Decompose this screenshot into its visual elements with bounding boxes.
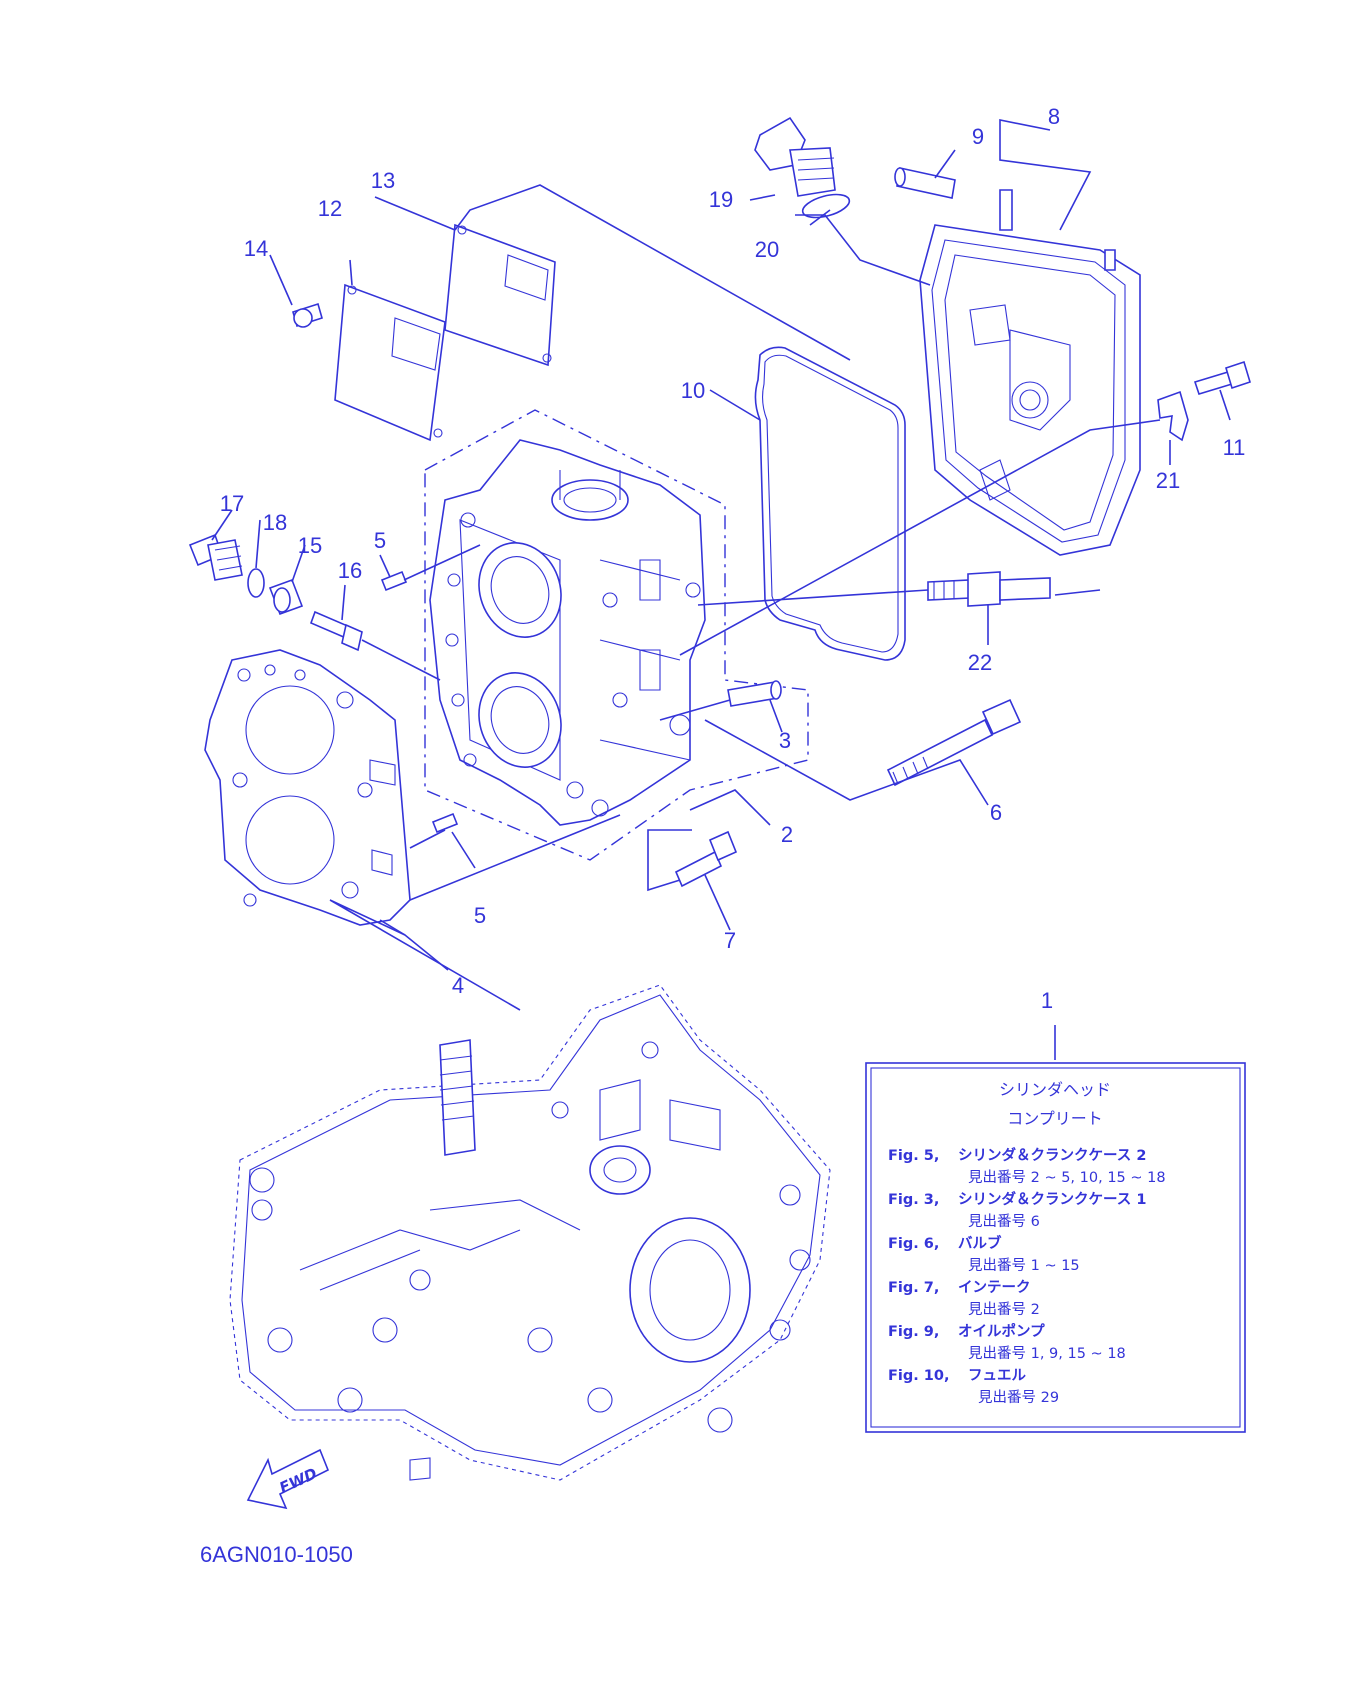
callout-1[interactable]: 1 (1041, 988, 1053, 1013)
cover-gasket-10[interactable] (754, 346, 906, 661)
callout-8[interactable]: 8 (1048, 104, 1060, 129)
callout-15[interactable]: 15 (298, 533, 322, 558)
callout-16[interactable]: 16 (338, 558, 362, 583)
ref-index: 見出番号 2 ~ 5, 10, 15 ~ 18 (968, 1169, 1166, 1186)
o-ring-20[interactable] (800, 190, 852, 222)
callout-20[interactable]: 20 (755, 237, 779, 262)
fwd-arrow-icon: FWD (246, 1448, 330, 1510)
callout-22[interactable]: 22 (968, 650, 992, 675)
info-box-title-line2: コンプリート (1007, 1109, 1103, 1128)
callout-2[interactable]: 2 (781, 822, 793, 847)
ref-name: バルブ (958, 1234, 1002, 1252)
ref-fig: Fig. 5, (888, 1148, 939, 1164)
dowel-pin-5-lower[interactable] (431, 812, 459, 834)
callout-18[interactable]: 18 (263, 510, 287, 535)
callout-12[interactable]: 12 (318, 196, 342, 221)
info-box-title-line1: シリンダヘッド (999, 1080, 1111, 1099)
cylinder-block-assembly (229, 984, 831, 1481)
cylinder-head-cover-8[interactable] (919, 189, 1141, 556)
plug-17[interactable] (188, 533, 243, 581)
o-ring-18[interactable] (247, 568, 265, 598)
collar-3[interactable] (727, 680, 782, 707)
bolt-16[interactable] (309, 610, 363, 652)
ref-name: シリンダ＆クランクケース 1 (958, 1190, 1146, 1208)
ref-fig: Fig. 9, (888, 1324, 939, 1340)
callout-19[interactable]: 19 (709, 187, 733, 212)
ref-index: 見出番号 1, 9, 15 ~ 18 (968, 1345, 1126, 1362)
info-box-ref-1: Fig. 5, シリンダ＆クランクケース 2 見出番号 2 ~ 5, 10, 1… (888, 1146, 1166, 1186)
spark-plug-22[interactable] (927, 571, 1051, 607)
ref-name: インテーク (958, 1279, 1031, 1296)
bolt-6[interactable] (886, 698, 1022, 787)
callout-17[interactable]: 17 (220, 491, 244, 516)
leader-lines (211, 119, 1231, 1060)
info-box-ref-6: Fig. 10, フュエル 見出番号 29 (888, 1368, 1059, 1406)
ref-fig: Fig. 7, (888, 1280, 939, 1296)
ref-index: 見出番号 29 (978, 1389, 1059, 1406)
callout-5-upper[interactable]: 5 (374, 528, 386, 553)
info-box-ref-2: Fig. 3, シリンダ＆クランクケース 1 見出番号 6 (888, 1190, 1146, 1230)
callout-5-lower[interactable]: 5 (474, 903, 486, 928)
cylinder-head-2[interactable] (424, 409, 809, 861)
ref-fig: Fig. 3, (888, 1192, 939, 1208)
callout-labels: 1 2 3 4 5 5 6 7 8 9 10 11 12 13 14 15 16… (220, 104, 1246, 1013)
callout-14[interactable]: 14 (244, 236, 268, 261)
callout-6[interactable]: 6 (990, 800, 1002, 825)
oil-filler-cap-19[interactable] (754, 116, 836, 197)
breather-pipe-9[interactable] (894, 167, 956, 199)
callout-10[interactable]: 10 (681, 378, 705, 403)
collar-15[interactable] (268, 578, 304, 616)
info-box-ref-4: Fig. 7, インテーク 見出番号 2 (888, 1279, 1040, 1318)
ref-fig: Fig. 10, (888, 1368, 950, 1384)
callout-11[interactable]: 11 (1223, 435, 1246, 460)
callout-4[interactable]: 4 (452, 973, 464, 998)
cylinder-head-gasket-4[interactable] (204, 649, 411, 926)
gasket-plate-12[interactable] (334, 283, 446, 442)
callout-21[interactable]: 21 (1156, 468, 1180, 493)
callout-9[interactable]: 9 (972, 124, 984, 149)
ref-fig: Fig. 6, (888, 1236, 939, 1252)
bolt-7[interactable] (674, 830, 738, 888)
ref-name: オイルポンプ (958, 1322, 1045, 1340)
figure-code: 6AGN010-1050 (200, 1542, 353, 1567)
dowel-pin-5-upper[interactable] (380, 570, 408, 592)
ref-index: 見出番号 2 (968, 1301, 1040, 1318)
clamp-21[interactable] (1157, 390, 1189, 442)
callout-13[interactable]: 13 (371, 168, 395, 193)
gasket-plate-13[interactable] (444, 223, 556, 367)
info-box-ref-3: Fig. 6, バルブ 見出番号 1 ~ 15 (888, 1234, 1080, 1274)
ref-index: 見出番号 1 ~ 15 (968, 1257, 1080, 1274)
ref-name: フュエル (968, 1368, 1026, 1384)
ref-index: 見出番号 6 (968, 1213, 1040, 1230)
bolt-14[interactable] (292, 302, 323, 328)
info-box-ref-5: Fig. 9, オイルポンプ 見出番号 1, 9, 15 ~ 18 (888, 1322, 1126, 1362)
callout-7[interactable]: 7 (724, 928, 736, 953)
ref-name: シリンダ＆クランクケース 2 (958, 1146, 1146, 1164)
bolt-11[interactable] (1193, 360, 1251, 395)
reference-info-box: シリンダヘッド コンプリート Fig. 5, シリンダ＆クランクケース 2 見出… (865, 1062, 1246, 1433)
callout-3[interactable]: 3 (779, 728, 791, 753)
